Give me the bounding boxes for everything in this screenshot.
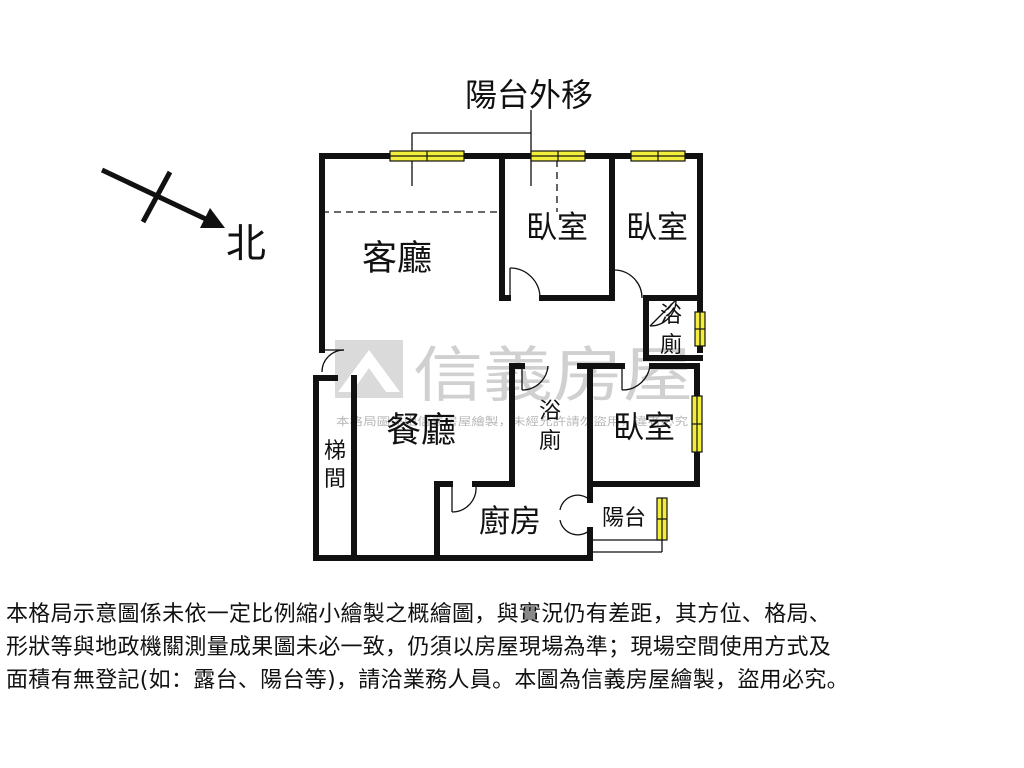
door-balcony: [559, 494, 591, 536]
doors: [321, 267, 677, 536]
window-balcony: [656, 497, 668, 541]
room-label-bedroom-3: 臥室: [613, 410, 675, 446]
room-label-stairwell-line1: 梯: [324, 439, 346, 464]
door-bedroom-1: [509, 267, 541, 299]
room-label-balcony: 陽台: [602, 506, 646, 531]
door-bedroom-3: [621, 365, 651, 391]
room-label-living-room: 客廳: [362, 239, 432, 279]
compass-north-label: 北: [226, 221, 266, 267]
balcony-moved-out-lines: [322, 110, 558, 213]
room-label-kitchen: 廚房: [479, 504, 541, 540]
door-bedroom-2: [613, 269, 643, 299]
window-bedroom-2: [630, 150, 686, 162]
disclaimer-line: 面積有無登記(如：露台、陽台等)，請洽業務人員。本圖為信義房屋繪製，盜用必究。: [6, 668, 849, 693]
room-label-bedroom-2: 臥室: [626, 210, 688, 246]
disclaimer: 本格局示意圖係未依一定比例縮小繪製之概繪圖，與實況仍有差距，其方位、格局、 形狀…: [6, 598, 1020, 697]
window-bath-1: [694, 311, 706, 347]
floor-plan: 信義房屋 本格局圖係由信義房屋繪製，未經允許請勿盜用，違者必究: [100, 76, 706, 561]
door-bath-1: [649, 299, 677, 327]
room-label-bath-2-line1: 浴: [539, 399, 561, 424]
room-labels: 客廳 臥室 臥室 浴 廁 餐廳 浴 廁 臥室 梯 間 廚房 陽台: [324, 210, 688, 540]
door-stairwell: [321, 349, 345, 373]
room-label-bath-1-line2: 廁: [660, 333, 682, 358]
north-arrow-icon: 北: [100, 167, 266, 267]
disclaimer-line: 形狀等與地政機關測量成果圖未必一致，仍須以房屋現場為準；現場空間使用方式及: [6, 635, 832, 660]
room-label-stairwell-line2: 間: [324, 467, 346, 492]
room-label-bath-1-line1: 浴: [660, 303, 682, 328]
watermark-logo-icon: [335, 340, 403, 398]
balcony-moved-out-label: 陽台外移: [465, 76, 593, 114]
window-bedroom-3: [691, 395, 703, 453]
window-living-room: [389, 150, 465, 162]
door-kitchen: [451, 485, 477, 513]
disclaimer-line: 本格局示意圖係未依一定比例縮小繪製之概繪圖，與實況仍有差距，其方位、格局、: [6, 602, 832, 627]
door-bath-2: [521, 365, 549, 391]
windows: [389, 150, 706, 541]
watermark: 信義房屋 本格局圖係由信義房屋繪製，未經允許請勿盜用，違者必究: [335, 340, 693, 428]
room-label-bath-2-line2: 廁: [539, 429, 561, 454]
room-label-dining-room: 餐廳: [386, 411, 456, 451]
window-bedroom-1: [530, 150, 586, 162]
room-label-bedroom-1: 臥室: [526, 210, 588, 246]
